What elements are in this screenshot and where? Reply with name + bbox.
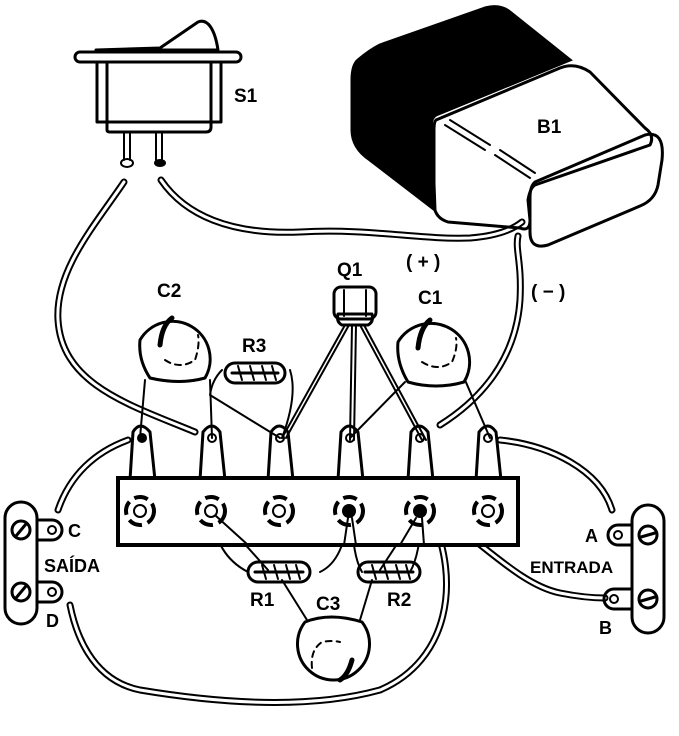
input-screw-a[interactable] <box>637 524 659 546</box>
capacitor-c2[interactable]: C2 <box>138 281 212 383</box>
eyelet-3[interactable] <box>263 495 295 527</box>
lug-1[interactable] <box>128 424 157 482</box>
eyelet-2[interactable] <box>195 495 227 527</box>
resistor-r2[interactable]: R2 <box>356 560 422 611</box>
input-screw-b[interactable] <box>637 588 659 610</box>
output-terminal-d[interactable] <box>35 580 64 604</box>
resistor-r1[interactable]: R1 <box>246 560 312 611</box>
resistor-r1-label: R1 <box>250 590 275 611</box>
output-terminal-block: C SAÍDA D <box>3 500 100 631</box>
wire-battery-negative-to-terminal-5 <box>436 232 524 429</box>
input-terminal-block: A ENTRADA B <box>530 503 666 638</box>
input-block-title: ENTRADA <box>530 558 613 577</box>
output-block-title: SAÍDA <box>44 555 100 576</box>
terminal-eyelets <box>124 495 504 527</box>
lug-5[interactable] <box>406 424 435 482</box>
output-screw-c[interactable] <box>10 519 32 541</box>
input-terminal-b[interactable] <box>602 587 634 611</box>
eyelet-6[interactable] <box>472 495 504 527</box>
wire-terminal-1-to-output-c <box>54 436 132 514</box>
output-terminal-d-label: D <box>46 611 59 631</box>
transistor-label: Q1 <box>337 260 363 281</box>
battery-b1[interactable]: B1 ( + ) ( − ) <box>350 5 664 303</box>
eyelet-5[interactable] <box>404 495 436 527</box>
capacitor-c1[interactable]: C1 <box>396 288 472 388</box>
output-terminal-c[interactable] <box>35 518 64 542</box>
output-screw-d[interactable] <box>10 581 32 603</box>
resistor-r3[interactable]: R3 <box>223 336 287 385</box>
output-terminal-c-label: C <box>68 521 81 541</box>
wire-switch-to-terminal-1 <box>54 178 199 436</box>
resistor-r3-label: R3 <box>242 336 266 357</box>
terminal-strip <box>116 476 520 547</box>
switch-s1[interactable]: S1 <box>73 19 258 168</box>
battery-positive-label: ( + ) <box>406 252 440 273</box>
battery-label: B1 <box>537 117 562 138</box>
capacitor-c2-label: C2 <box>157 281 181 302</box>
capacitor-c3[interactable]: C3 <box>296 594 371 683</box>
switch-label: S1 <box>234 86 258 107</box>
wire-terminal-6-to-input-a <box>496 436 616 514</box>
wire-terminal-5-to-output-d <box>66 514 451 706</box>
eyelet-4[interactable] <box>333 495 365 527</box>
resistor-r2-label: R2 <box>387 590 411 611</box>
wire-switch-to-battery-positive <box>157 176 526 242</box>
component-leads <box>139 324 491 621</box>
eyelet-1[interactable] <box>124 495 156 527</box>
terminal-strip-lugs <box>128 424 503 482</box>
input-terminal-a[interactable] <box>606 523 634 547</box>
input-terminal-a-label: A <box>585 526 598 546</box>
transistor-q1[interactable]: Q1 <box>332 260 378 327</box>
battery-negative-label: ( − ) <box>531 282 565 303</box>
capacitor-c1-label: C1 <box>418 288 443 309</box>
input-terminal-b-label: B <box>599 618 612 638</box>
capacitor-c3-label: C3 <box>316 594 340 615</box>
